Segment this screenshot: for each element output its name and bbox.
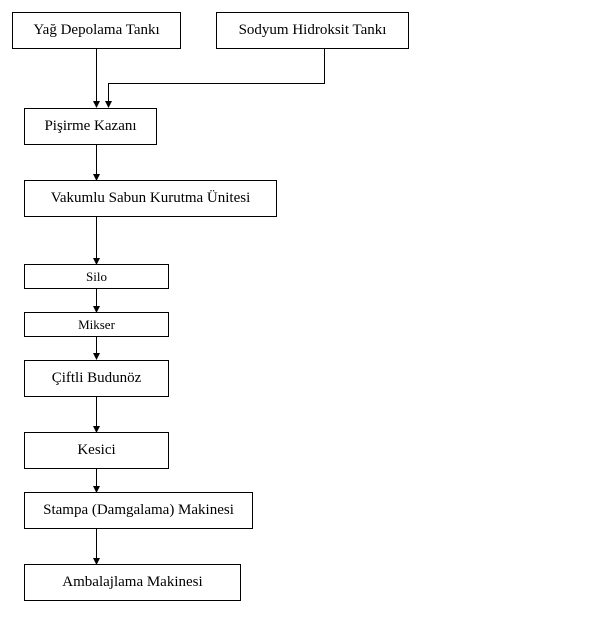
node-oil-storage-tank: Yağ Depolama Tankı xyxy=(12,12,181,49)
node-cutter: Kesici xyxy=(24,432,169,469)
node-cooking-kettle: Pişirme Kazanı xyxy=(24,108,157,145)
node-silo: Silo xyxy=(24,264,169,289)
node-stamping-machine: Stampa (Damgalama) Makinesi xyxy=(24,492,253,529)
node-sodium-hydroxide-tank: Sodyum Hidroksit Tankı xyxy=(216,12,409,49)
node-vacuum-soap-dryer: Vakumlu Sabun Kurutma Ünitesi xyxy=(24,180,277,217)
node-packaging-machine: Ambalajlama Makinesi xyxy=(24,564,241,601)
arrow-naoh-tank-to-cooking-kettle xyxy=(105,48,325,108)
node-double-plodder: Çiftli Budunöz xyxy=(24,360,169,397)
node-mixer: Mikser xyxy=(24,312,169,337)
